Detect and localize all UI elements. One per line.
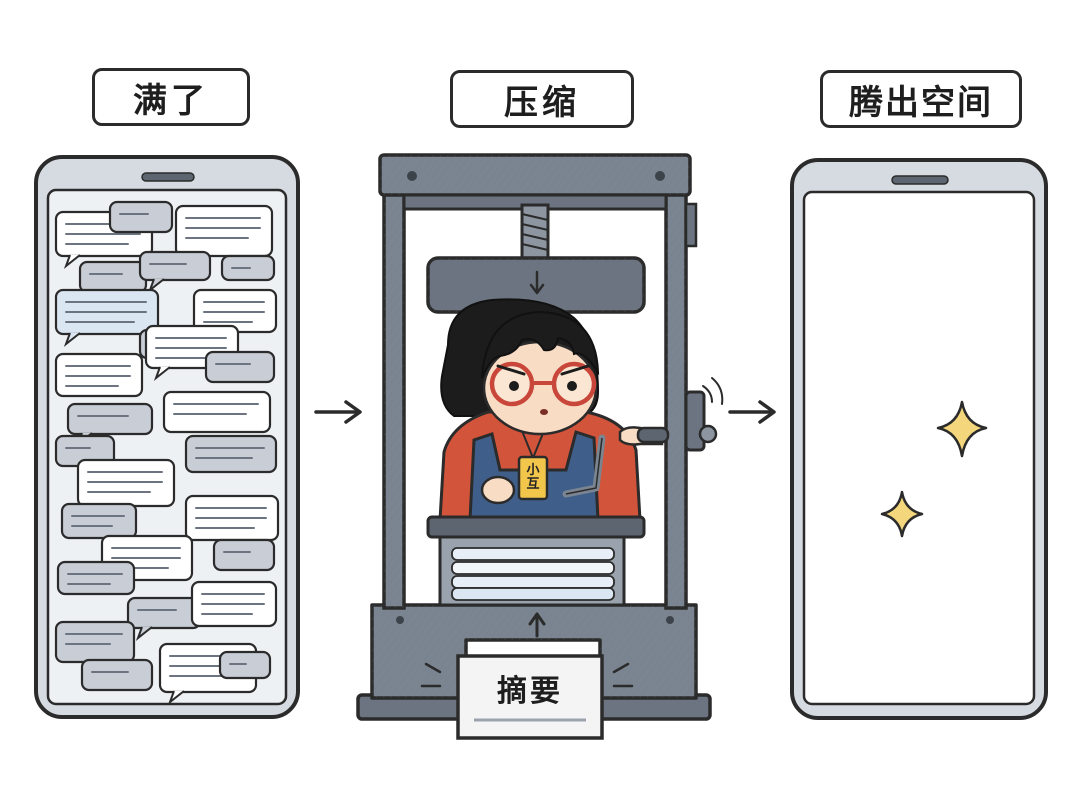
crank-handle-icon [562, 426, 670, 498]
sparkle-icon [880, 490, 924, 538]
summary-block-label: 摘要 [497, 674, 563, 709]
panel-title-freed: 腾出空间 [820, 70, 1022, 128]
panel-title-compress: 压缩 [450, 70, 634, 128]
panel-title-full: 满了 [92, 68, 250, 126]
arrow-right-icon [728, 400, 776, 424]
phone-empty [790, 158, 1048, 720]
chat-bubble-pile [54, 200, 280, 705]
name-badge [517, 455, 549, 501]
phone-full [34, 155, 300, 719]
compression-press [356, 153, 724, 721]
arrow-up-icon [528, 612, 546, 638]
name-badge-label: 小互 [526, 463, 540, 492]
summary-block [420, 654, 634, 740]
sparkle-icon [936, 400, 988, 458]
girl-operator [438, 298, 670, 522]
compressed-stack [426, 515, 646, 638]
arrow-right-icon [314, 400, 362, 424]
motion-lines [702, 377, 724, 405]
arrow-down-icon [529, 270, 545, 295]
